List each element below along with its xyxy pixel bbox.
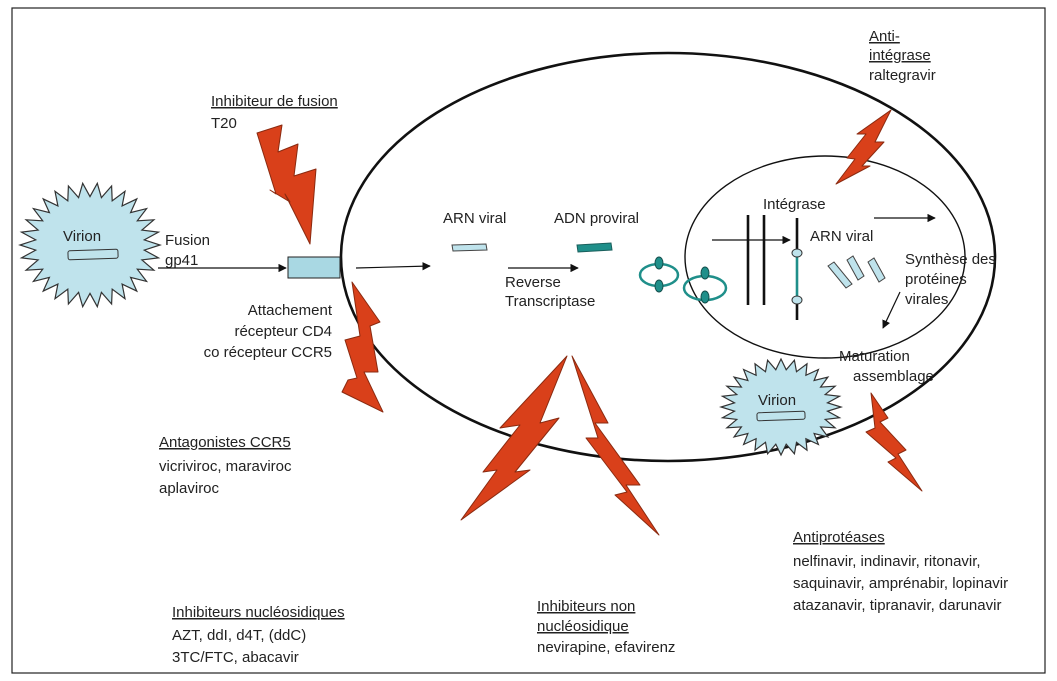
ccr5-items2: aplaviroc: [159, 480, 220, 497]
synthesis-line2: protéines: [905, 271, 967, 288]
rna-strand-3: [868, 258, 885, 282]
synthesis-line3: virales: [905, 291, 948, 308]
gp41-label: gp41: [165, 252, 198, 269]
integrase-dot-top: [792, 249, 802, 257]
integrase-drug-title2: intégrase: [869, 47, 931, 64]
reverse-line1: Reverse: [505, 274, 561, 291]
cell-entry-arrow: [356, 266, 430, 268]
integrase-drug-items: raltegravir: [869, 67, 936, 84]
maturation-line1: Maturation: [839, 348, 910, 365]
adn-proviral-label: ADN proviral: [554, 210, 639, 227]
fusion-inhibitor-items: T20: [211, 115, 237, 132]
protease-items3: atazanavir, tipranavir, darunavir: [793, 597, 1001, 614]
attachment-line1: Attachement: [248, 302, 333, 319]
arn-viral-label: ARN viral: [443, 210, 506, 227]
protease-items1: nelfinavir, indinavir, ritonavir,: [793, 553, 981, 570]
attachment-line2: récepteur CD4: [234, 323, 332, 340]
virion-outside: Virion: [20, 183, 160, 306]
lightning-nnrti-icon: [572, 356, 659, 535]
nnrti-title2: nucléosidique: [537, 618, 629, 635]
lightning-fusion-icon: [257, 125, 316, 244]
integrase-label: Intégrase: [763, 196, 826, 213]
nrti-items1: AZT, ddI, d4T, (ddC): [172, 627, 306, 644]
cd4-receptor: [288, 257, 340, 278]
integrase-drug-title1: Anti-: [869, 28, 900, 45]
attachment-line3: co récepteur CCR5: [204, 344, 332, 361]
virion-inside-rna: [757, 411, 805, 421]
virion-inside-label: Virion: [758, 392, 796, 409]
lightning-protease-icon: [866, 393, 922, 491]
ccr5-items1: vicriviroc, maraviroc: [159, 458, 292, 475]
nrti-title: Inhibiteurs nucléosidiques: [172, 604, 345, 621]
rna-strand-2: [847, 256, 864, 280]
lightning-nrti-icon: [461, 356, 567, 520]
nnrti-items: nevirapine, efavirenz: [537, 639, 675, 656]
virion-outside-rna: [68, 249, 118, 260]
virion-inside: Virion: [721, 359, 841, 455]
nrti-items2: 3TC/FTC, abacavir: [172, 649, 299, 666]
virion-outside-spikes: [20, 183, 160, 306]
lightning-integrase-icon: [836, 110, 891, 184]
circular-dna-1: [640, 257, 678, 292]
integrase-dot-bottom: [792, 296, 802, 304]
synthesis-line1: Synthèse des: [905, 251, 996, 268]
fusion-inhibitor-title: Inhibiteur de fusion: [211, 93, 338, 110]
maturation-line2: assemblage: [853, 368, 934, 385]
rna-strand-1: [828, 262, 852, 288]
reverse-line2: Transcriptase: [505, 293, 595, 310]
nucleus-arn-viral-label: ARN viral: [810, 228, 873, 245]
cell-membrane: [341, 53, 995, 461]
virion-outside-label: Virion: [63, 228, 101, 245]
protease-title: Antiprotéases: [793, 529, 885, 546]
maturation-arrow: [883, 292, 900, 328]
ccr5-title: Antagonistes CCR5: [159, 434, 291, 451]
nnrti-title1: Inhibiteurs non: [537, 598, 635, 615]
fusion-label: Fusion: [165, 232, 210, 249]
protease-items2: saquinavir, amprénabir, lopinavir: [793, 575, 1008, 592]
adn-proviral-strand: [577, 243, 612, 252]
arn-viral-strand: [452, 244, 487, 251]
